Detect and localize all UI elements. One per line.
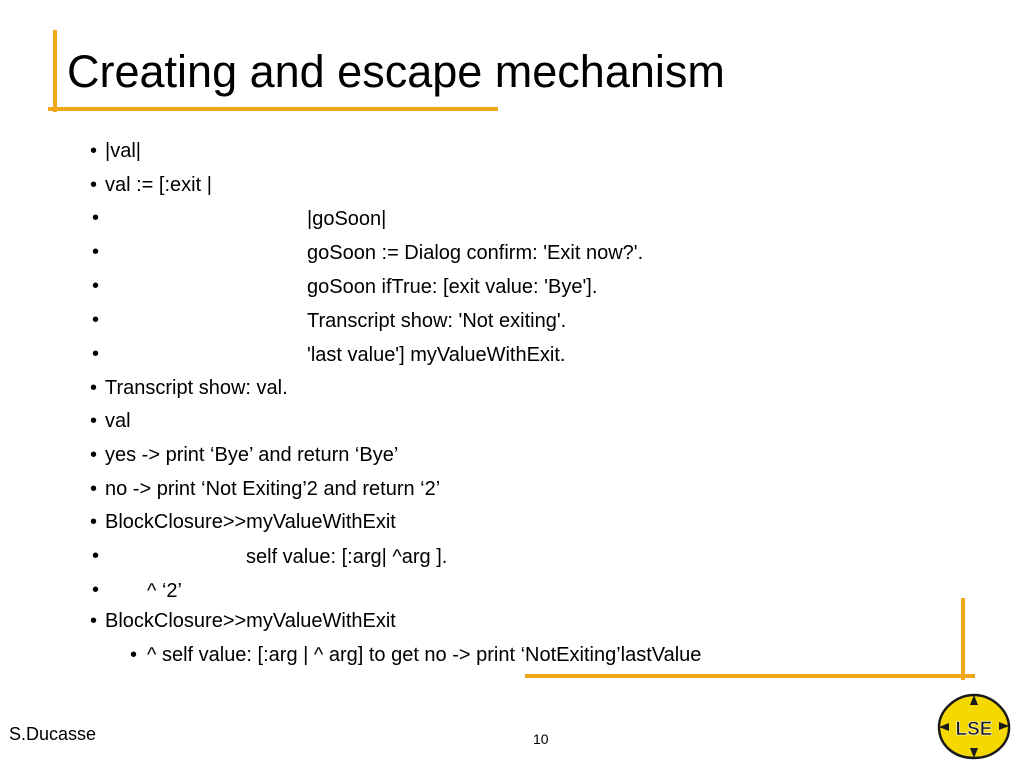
slide-title: Creating and escape mechanism [67,46,725,97]
bullet-icon: • [92,579,100,601]
footer-accent-horizontal-bar [525,674,975,678]
bullet-item: val := [:exit | [105,174,212,196]
bullet-item: self value: [:arg| ^arg ]. [246,546,448,568]
bullet-icon: • [90,410,98,432]
page-number: 10 [533,731,549,747]
bullet-item: goSoon := Dialog confirm: 'Exit now?'. [307,242,644,264]
bullet-item: Transcript show: 'Not exiting'. [307,310,567,332]
bullet-item: goSoon ifTrue: [exit value: 'Bye']. [307,276,598,298]
bullet-item: |val| [105,140,141,162]
bullet-item: val [105,410,131,432]
bullet-icon: • [92,545,100,567]
lse-logo: LSE [937,693,1011,760]
bullet-item: ^ ‘2’ [147,580,182,602]
bullet-icon: • [90,511,98,533]
bullet-icon: • [90,140,98,162]
bullet-icon: • [92,343,100,365]
bullet-icon: • [90,377,98,399]
bullet-icon: • [90,478,98,500]
footer-author: S.Ducasse [9,724,97,744]
title-accent-horizontal-bar [48,107,498,111]
bullet-icon: • [90,174,98,196]
sub-bullet-icon: • [130,644,138,666]
bullet-icon: • [90,610,98,632]
sub-bullet-item: ^ self value: [:arg | ^ arg] to get no -… [147,644,702,666]
logo-text: LSE [956,719,993,740]
bullet-icon: • [92,275,100,297]
bullet-item: no -> print ‘Not Exiting’2 and return ‘2… [105,478,441,500]
bullet-icon: • [92,207,100,229]
bullet-icon: • [92,241,100,263]
bullet-item: BlockClosure>>myValueWithExit [105,610,396,632]
bullet-icon: • [92,309,100,331]
title-accent-vertical-bar [53,30,57,112]
bullet-icon: • [90,444,98,466]
bullet-item: 'last value'] myValueWithExit. [307,344,566,366]
footer-accent-vertical-bar [961,598,965,680]
bullet-item: BlockClosure>>myValueWithExit [105,511,396,533]
bullet-item: |goSoon| [307,208,387,230]
bullet-item: yes -> print ‘Bye’ and return ‘Bye’ [105,444,399,466]
bullet-item: Transcript show: val. [105,377,288,399]
